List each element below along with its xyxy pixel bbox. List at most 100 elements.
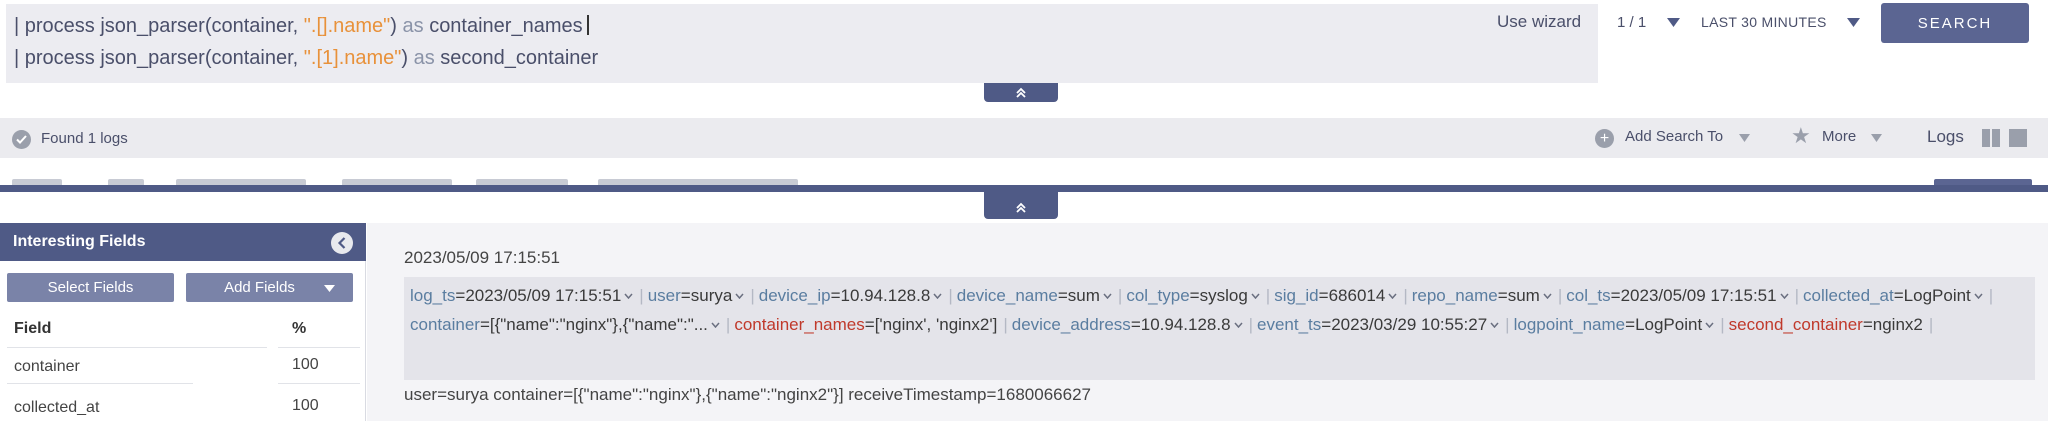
query-line-2-alias: second_container <box>440 47 599 69</box>
log-field-key[interactable]: col_ts <box>1566 286 1611 305</box>
log-field-value[interactable]: LogPoint <box>1903 286 1971 305</box>
chevron-down-icon[interactable] <box>624 293 633 299</box>
log-field-key[interactable]: log_ts <box>410 286 456 305</box>
log-field-key[interactable]: sig_id <box>1274 286 1319 305</box>
field-separator: | <box>725 315 731 334</box>
query-line-2-close: ) <box>401 47 409 69</box>
chevron-down-icon[interactable] <box>735 293 744 299</box>
equals-sign: = <box>1057 286 1068 305</box>
field-row[interactable]: container 100 <box>0 352 366 384</box>
time-range-selector[interactable]: LAST 30 MINUTES <box>1701 14 1827 30</box>
chevron-down-icon[interactable] <box>1543 293 1552 299</box>
log-field-key[interactable]: container_names <box>734 315 865 334</box>
divider <box>7 347 267 348</box>
log-field-device-ip[interactable]: device_ip=10.94.128.8 <box>759 281 943 310</box>
search-button[interactable]: SEARCH <box>1881 3 2029 43</box>
add-search-to-button[interactable]: Add Search To <box>1625 128 1724 145</box>
log-field-logpoint-name[interactable]: logpoint_name=LogPoint <box>1514 310 1715 339</box>
log-field-col-type[interactable]: col_type=syslog <box>1126 281 1260 310</box>
use-wizard-link[interactable]: Use wizard <box>1497 12 1582 31</box>
log-field-key[interactable]: repo_name <box>1411 286 1498 305</box>
chevron-down-icon[interactable] <box>1233 322 1243 328</box>
field-separator: | <box>1403 286 1408 305</box>
log-field-container[interactable]: container=[{"name":"nginx"},{"name":"... <box>410 310 720 339</box>
plus-circle-icon[interactable]: + <box>1595 129 1614 148</box>
chevron-down-icon[interactable] <box>933 293 942 299</box>
interesting-fields-title: Interesting Fields <box>13 233 146 250</box>
log-field-value[interactable]: 2023/05/09 17:15:51 <box>1620 286 1777 305</box>
chevron-down-icon[interactable] <box>1780 293 1789 299</box>
collapse-results-button[interactable] <box>984 191 1058 219</box>
split-view-icon[interactable] <box>1982 129 2000 147</box>
log-field-key[interactable]: collected_at <box>1803 286 1894 305</box>
log-field-key[interactable]: second_container <box>1728 315 1863 334</box>
log-field-device-address[interactable]: device_address=10.94.128.8 <box>1012 310 1243 339</box>
add-search-caret-down-icon[interactable] <box>1739 134 1750 142</box>
equals-sign: = <box>479 315 490 334</box>
field-separator: | <box>1557 286 1563 305</box>
chevron-down-icon[interactable] <box>711 322 720 328</box>
field-separator: | <box>639 286 644 305</box>
log-field-user[interactable]: user=surya <box>648 281 745 310</box>
chevron-down-icon[interactable] <box>1490 322 1499 328</box>
field-name[interactable]: collected_at <box>14 399 100 416</box>
chevron-down-icon[interactable] <box>1103 293 1112 299</box>
log-field-key[interactable]: event_ts <box>1256 315 1322 334</box>
equals-sign: = <box>864 315 875 334</box>
add-fields-button[interactable]: Add Fields <box>186 273 353 302</box>
page-caret-down-icon[interactable] <box>1667 18 1680 27</box>
log-field-container-names[interactable]: container_names=['nginx', 'nginx2'] <box>734 310 997 339</box>
log-field-value[interactable]: syslog <box>1199 286 1248 305</box>
log-field-key[interactable]: device_name <box>956 286 1058 305</box>
log-field-value[interactable]: surya <box>690 286 733 305</box>
chevron-down-icon[interactable] <box>1974 293 1983 299</box>
field-row[interactable]: collected_at 100 <box>0 393 366 421</box>
more-caret-down-icon[interactable] <box>1871 134 1882 142</box>
log-field-event-ts[interactable]: event_ts=2023/03/29 10:55:27 <box>1257 310 1499 339</box>
field-separator: | <box>1117 286 1123 305</box>
log-field-key[interactable]: col_type <box>1126 286 1190 305</box>
chevron-down-icon[interactable] <box>1388 293 1397 299</box>
log-field-value[interactable]: 2023/03/29 10:55:27 <box>1331 315 1488 334</box>
log-field-key[interactable]: device_address <box>1011 315 1131 334</box>
interesting-fields-panel: Interesting Fields Select Fields Add Fie… <box>0 223 366 421</box>
log-field-value[interactable]: nginx2 <box>1872 315 1923 334</box>
log-field-value[interactable]: 2023/05/09 17:15:51 <box>465 286 622 305</box>
log-field-sig-id[interactable]: sig_id=686014 <box>1274 281 1397 310</box>
query-editor[interactable]: | process json_parser(container, ".[].na… <box>6 4 1598 83</box>
log-field-value[interactable]: 10.94.128.8 <box>1140 315 1231 334</box>
log-field-device-name[interactable]: device_name=sum <box>957 281 1112 310</box>
log-field-value[interactable]: LogPoint <box>1635 315 1703 334</box>
field-column-header: Field <box>14 320 52 337</box>
log-field-log-ts[interactable]: log_ts=2023/05/09 17:15:51 <box>410 281 633 310</box>
log-field-value[interactable]: sum <box>1507 286 1540 305</box>
log-field-value[interactable]: ['nginx', 'nginx2'] <box>874 315 998 334</box>
field-name[interactable]: container <box>14 358 80 375</box>
more-button[interactable]: More <box>1822 128 1857 145</box>
log-field-key[interactable]: container <box>410 315 480 334</box>
log-field-value[interactable]: [{"name":"nginx"},{"name":"... <box>489 315 708 334</box>
log-field-key[interactable]: logpoint_name <box>1513 315 1626 334</box>
log-results-panel: 2023/05/09 17:15:51 log_ts=2023/05/09 17… <box>367 223 2048 421</box>
log-field-repo-name[interactable]: repo_name=sum <box>1412 281 1552 310</box>
log-field-second-container[interactable]: second_container=nginx2 <box>1729 310 1923 339</box>
log-field-value[interactable]: 686014 <box>1328 286 1386 305</box>
log-field-key[interactable]: device_ip <box>758 286 831 305</box>
star-icon[interactable]: ★ <box>1791 123 1811 148</box>
time-range-caret-down-icon[interactable] <box>1847 18 1860 27</box>
log-field-col-ts[interactable]: col_ts=2023/05/09 17:15:51 <box>1566 281 1789 310</box>
select-fields-button[interactable]: Select Fields <box>7 273 174 302</box>
add-fields-caret-down-icon[interactable] <box>324 285 335 292</box>
equals-sign: = <box>830 286 841 305</box>
log-field-value[interactable]: sum <box>1067 286 1100 305</box>
chevron-down-icon[interactable] <box>1705 322 1714 328</box>
panel-splitter[interactable] <box>0 185 2048 192</box>
collapse-panel-button[interactable] <box>331 232 353 254</box>
log-field-value[interactable]: 10.94.128.8 <box>840 286 931 305</box>
collapse-query-button[interactable] <box>984 83 1058 102</box>
full-view-icon[interactable] <box>2009 129 2027 147</box>
log-field-collected-at[interactable]: collected_at=LogPoint <box>1803 281 1983 310</box>
chevron-down-icon[interactable] <box>1251 293 1260 299</box>
equals-sign: = <box>1321 315 1332 334</box>
log-field-key[interactable]: user <box>647 286 681 305</box>
